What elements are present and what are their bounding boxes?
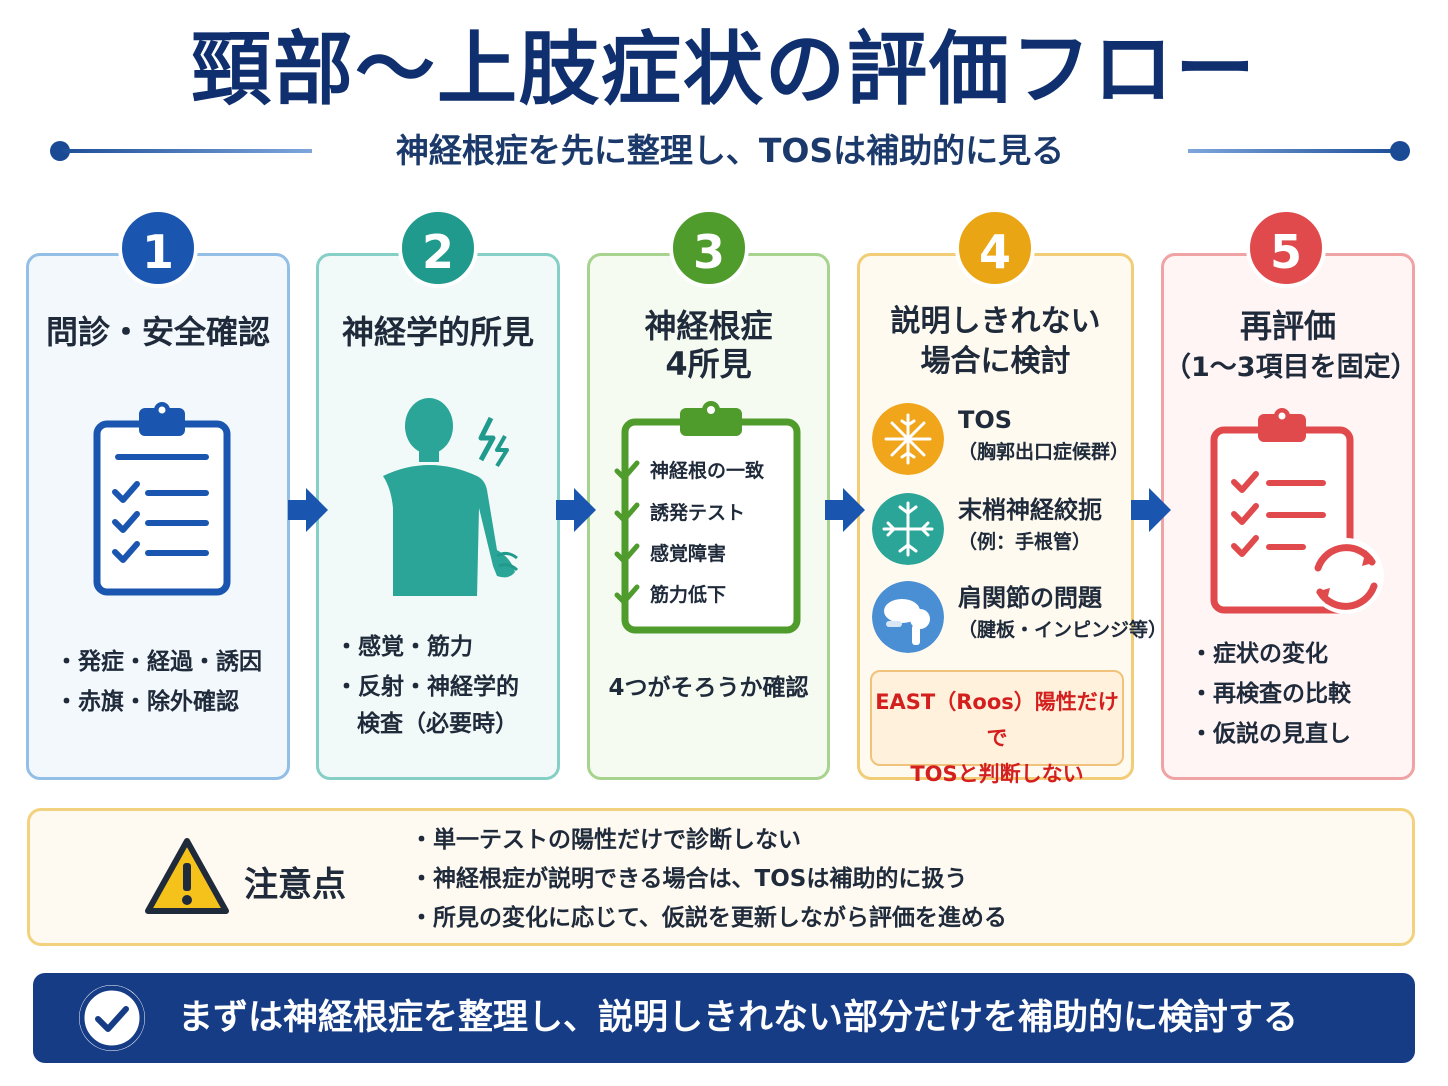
checklist-label: 筋力低下	[650, 584, 727, 606]
condition-sub: （胸郭出口症候群）	[958, 441, 1130, 463]
condition-sub: （例：手根管）	[958, 531, 1092, 553]
check-icon	[614, 502, 640, 523]
step-card-1: 問診・安全確認 発症・経過・誘因 赤旗・除外確認	[26, 253, 290, 780]
caution-list: 単一テストの陽性だけで診断しない 神経根症が説明できる場合は、TOSは補助的に扱…	[410, 821, 1007, 938]
warning-line: EAST（Roos）陽性だけで	[875, 690, 1119, 750]
person-pain-icon	[383, 398, 519, 596]
nerve-branch-icon	[872, 493, 944, 565]
step-heading-line: 再評価	[1239, 307, 1336, 345]
condition-sub: （腱板・インピンジ等）	[958, 619, 1168, 641]
step-5-list: 症状の変化 再検査の比較 仮説の見直し	[1190, 634, 1351, 754]
subtitle: 神経根症を先に整理し、TOSは補助的に見る	[395, 131, 1065, 170]
checklist-label: 誘発テスト	[650, 502, 746, 524]
step-card-3: 神経根症 4所見 神経根の一致 誘発テスト 感覚障害 筋力低下 4つがそろうか確…	[587, 253, 830, 780]
step-badge-1: 1	[118, 208, 198, 288]
checklist-label: 感覚障害	[650, 543, 727, 565]
caution-label: 注意点	[244, 865, 346, 905]
list-item: 仮説の見直し	[1190, 714, 1351, 754]
check-icon	[614, 584, 640, 605]
warning-triangle-icon	[145, 838, 229, 914]
checklist-item: 誘発テスト	[614, 498, 746, 528]
step-2-list: 感覚・筋力 反射・神経学的	[335, 627, 519, 707]
right-arrow-icon	[1131, 488, 1171, 532]
decor-line-left	[62, 149, 312, 153]
step-card-5: 再評価 （1〜3項目を固定） 症状の変化 再検査の比較 仮説の見直し	[1161, 253, 1418, 780]
clipboard-refresh-icon	[1210, 408, 1384, 614]
nerve-icon	[872, 403, 944, 475]
step-heading-line: 場合に検討	[920, 344, 1071, 379]
list-item: 反射・神経学的	[335, 667, 519, 707]
list-item: 発症・経過・誘因	[55, 642, 262, 682]
warning-line: TOSと判断しない	[910, 762, 1084, 786]
clipboard-checklist-icon	[93, 402, 231, 596]
subtitle-row: 神経根症を先に整理し、TOSは補助的に見る	[50, 128, 1410, 174]
step-card-4: 説明しきれない 場合に検討 TOS （胸郭出口症候群） 末梢神経絞扼	[857, 253, 1167, 786]
checklist-item: 感覚障害	[614, 539, 727, 569]
checklist-label: 神経根の一致	[650, 460, 765, 482]
checklist-item: 筋力低下	[614, 580, 727, 610]
list-item: 単一テストの陽性だけで診断しない	[410, 821, 1007, 860]
condition-title: 末梢神経絞扼	[958, 496, 1102, 524]
list-item: 再検査の比較	[1190, 674, 1351, 714]
list-item: 感覚・筋力	[335, 627, 519, 667]
check-icon	[614, 460, 640, 481]
step-card-2: 神経学的所見 感覚・筋力 反射・神経学的 検査（必要時）	[316, 253, 560, 780]
step-heading-line: （1〜3項目を固定）	[1164, 352, 1418, 383]
page-title: 頸部〜上肢症状の評価フロー	[191, 23, 1257, 116]
step-heading-line: 神経根症	[644, 307, 773, 345]
step-heading-line: 4所見	[665, 345, 752, 383]
list-item-continuation: 検査（必要時）	[357, 711, 518, 737]
decor-dot-right	[1390, 141, 1410, 161]
step-1-list: 発症・経過・誘因 赤旗・除外確認	[55, 642, 262, 722]
step-badge-2: 2	[398, 208, 478, 288]
decor-line-right	[1188, 149, 1398, 153]
list-item: 所見の変化に応じて、仮説を更新しながら評価を進める	[410, 899, 1007, 938]
condition-entrapment: 末梢神経絞扼 （例：手根管）	[872, 488, 1122, 570]
step-heading: 神経学的所見	[341, 313, 534, 351]
right-arrow-icon	[288, 488, 328, 532]
check-circle-icon	[79, 985, 145, 1051]
condition-title: TOS	[958, 406, 1013, 434]
summary-text: まずは神経根症を整理し、説明しきれない部分だけを補助的に検討する	[178, 998, 1299, 1038]
list-item: 神経根症が説明できる場合は、TOSは補助的に扱う	[410, 860, 1007, 899]
condition-title: 肩関節の問題	[958, 584, 1102, 612]
step-3-note: 4つがそろうか確認	[608, 675, 809, 701]
list-item: 症状の変化	[1190, 634, 1351, 674]
shoulder-joint-icon	[872, 581, 944, 653]
condition-tos: TOS （胸郭出口症候群）	[872, 398, 1129, 480]
checklist-item: 神経根の一致	[614, 456, 765, 486]
step-badge-3: 3	[669, 208, 749, 288]
summary-banner: まずは神経根症を整理し、説明しきれない部分だけを補助的に検討する	[33, 973, 1415, 1063]
step-heading: 問診・安全確認	[45, 313, 270, 351]
right-arrow-icon	[825, 488, 865, 532]
step-heading-line: 説明しきれない	[890, 304, 1101, 339]
check-icon	[614, 543, 640, 564]
right-arrow-icon	[556, 488, 596, 532]
list-item: 赤旗・除外確認	[55, 682, 262, 722]
condition-shoulder: 肩関節の問題 （腱板・インピンジ等）	[872, 576, 1167, 658]
step-badge-4: 4	[955, 208, 1035, 288]
clipboard-check-icon	[621, 401, 801, 634]
step-4-warning: EAST（Roos）陽性だけで TOSと判断しない	[870, 670, 1124, 786]
caution-box: 注意点 単一テストの陽性だけで診断しない 神経根症が説明できる場合は、TOSは補…	[27, 808, 1415, 946]
step-badge-5: 5	[1246, 208, 1326, 288]
decor-dot-left	[50, 141, 70, 161]
